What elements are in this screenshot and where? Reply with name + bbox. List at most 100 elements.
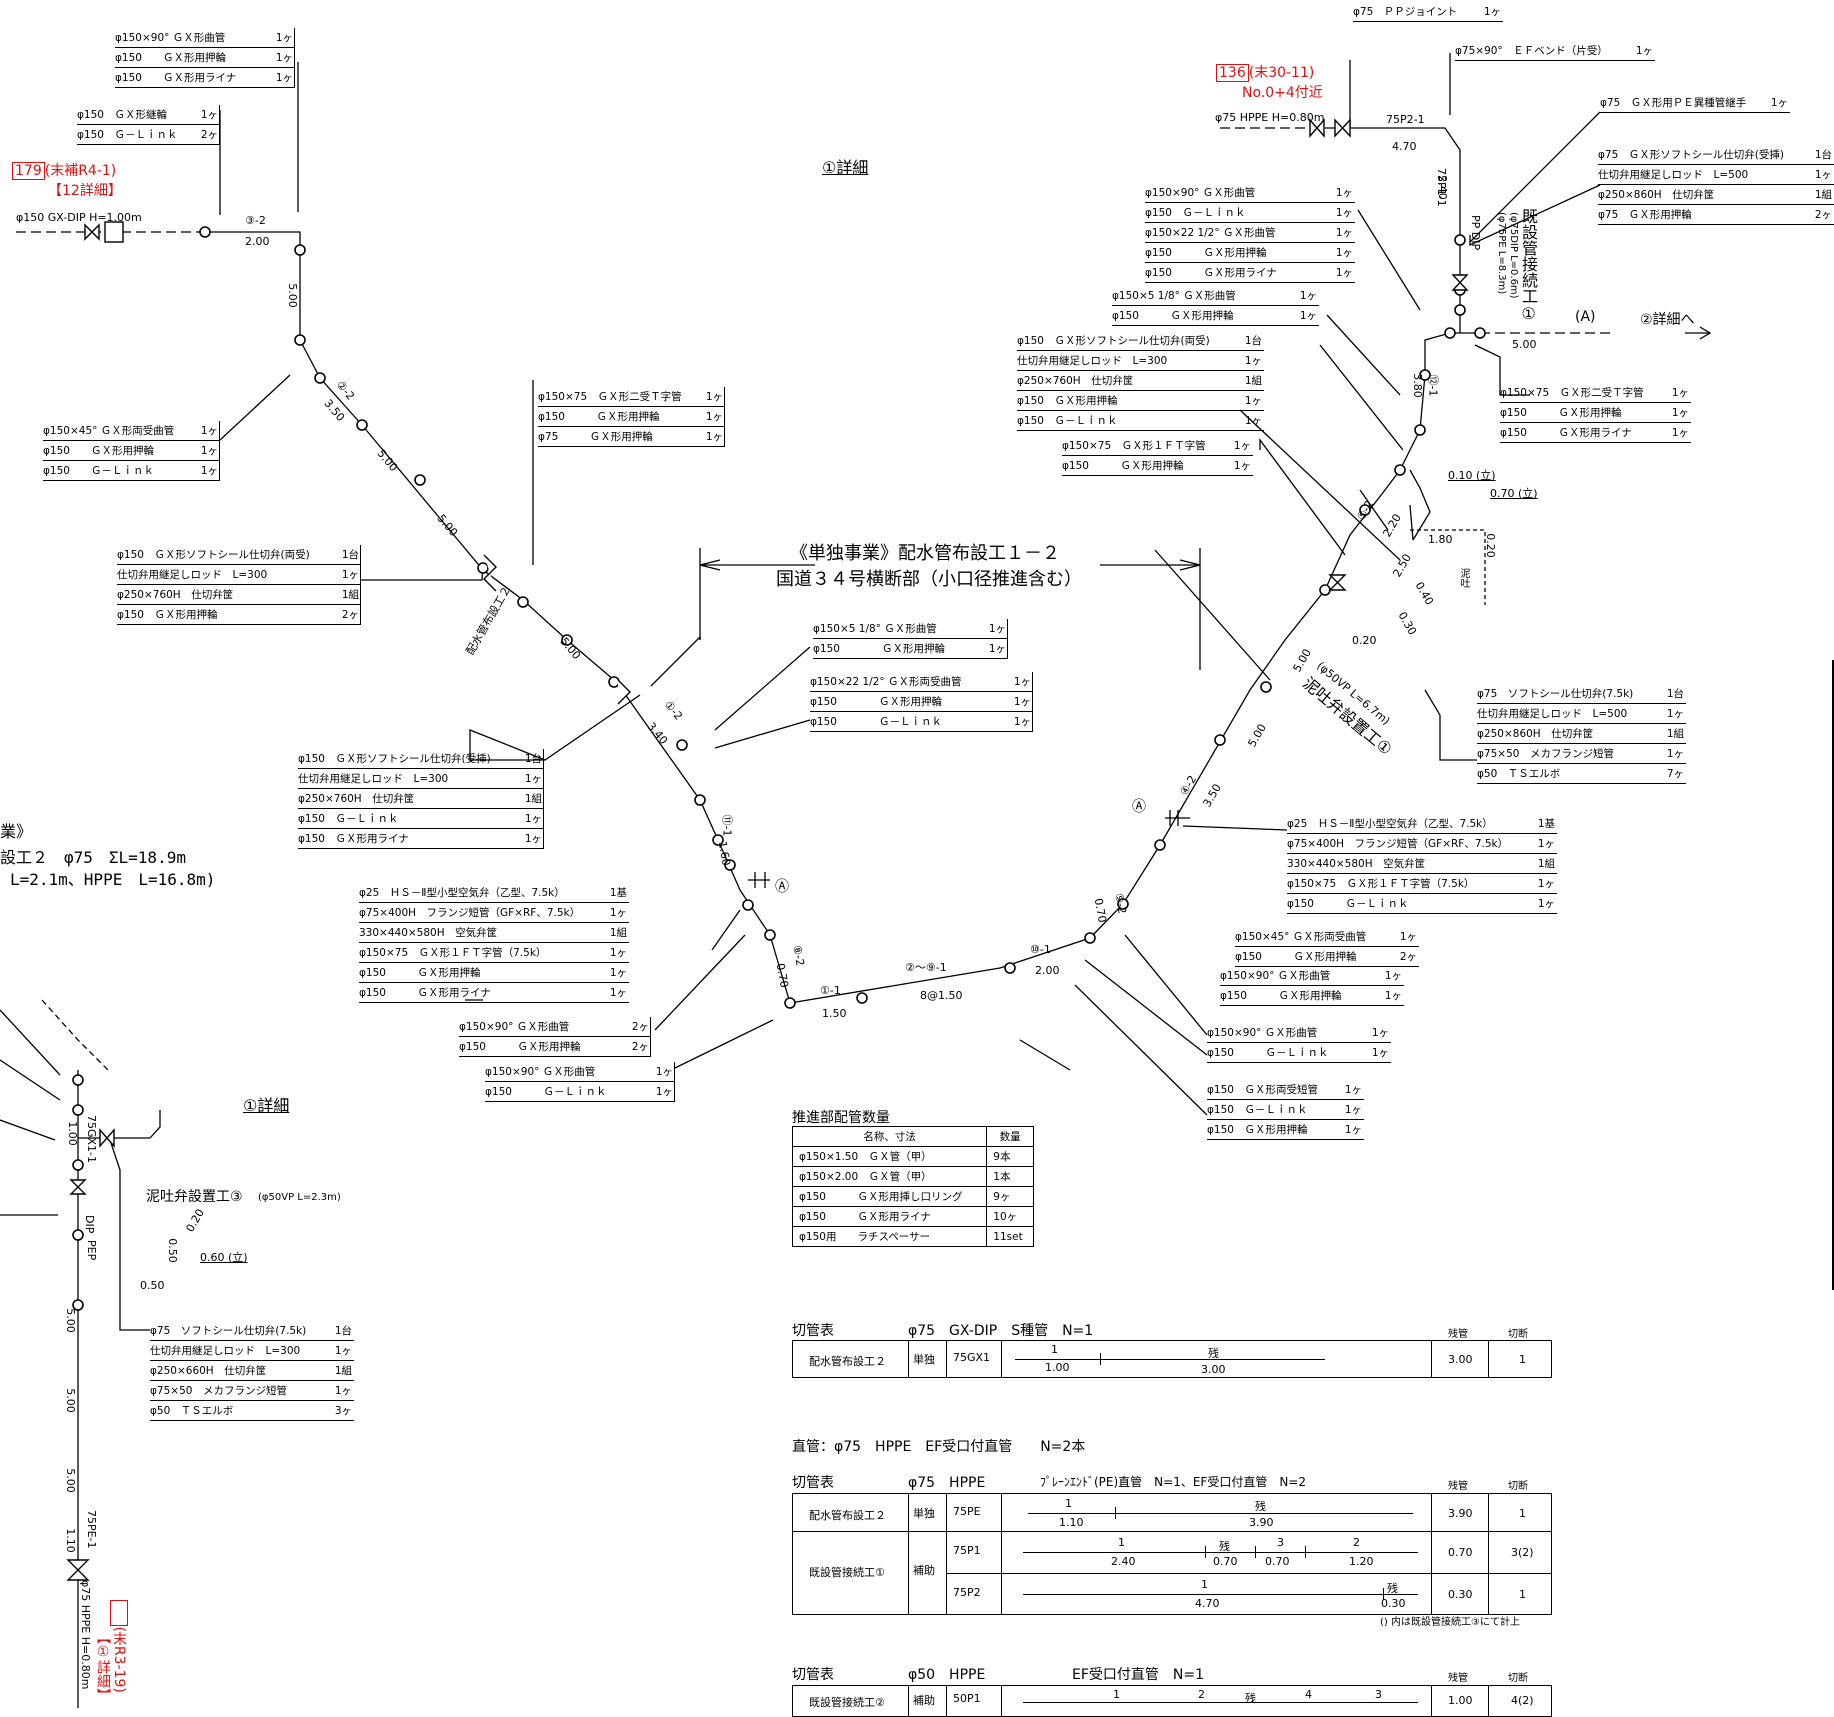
list-item: φ75 ソフトシール仕切弁(7.5k)1台 — [150, 1321, 354, 1341]
dim-1-10: 1.10 — [63, 1528, 77, 1553]
cell-rem: 0.70 — [1448, 1546, 1473, 1559]
dim-5-00j: 5.00 — [63, 1468, 77, 1493]
push-table: 名称、寸法数量 φ150×1.50 ＧＸ管（甲）9本 φ150×2.00 ＧＸ管… — [791, 1126, 1034, 1247]
leader-9 — [711, 909, 741, 951]
sludge-dim-1 — [1410, 529, 1486, 605]
cell-label: 残 — [1219, 1540, 1230, 1553]
leader-22 — [1349, 53, 1451, 128]
leader-28 — [1359, 489, 1389, 531]
cut-table-2-spec2: ﾌﾟﾚｰﾝｴﾝﾄﾞ(PE)直管 N=1、EF受口付直管 N=2 — [1040, 1475, 1306, 1489]
dim-5-00g: 5.00 — [1512, 338, 1537, 351]
push-table-title: 推進部配管数量 — [792, 1110, 890, 1126]
cell-len: 0.30 — [1381, 1597, 1406, 1610]
left-edge-line3: L=2.1m、HPPE L=16.8m) — [10, 870, 216, 889]
cell-cut: 1 — [1519, 1588, 1526, 1601]
material-list-8: φ150 ＧＸ形ソフトシール仕切弁(受挿)1台 仕切弁用継足しロッド L=300… — [298, 749, 544, 849]
dim-3-80: 3.80 — [1410, 373, 1424, 398]
material-list-17: φ75×90° ＥＦベンド（片受）1ヶ — [1455, 41, 1655, 61]
cell-label: 残 — [1245, 1692, 1256, 1705]
cell-seg2-num: 残 — [1208, 1347, 1219, 1360]
cut-table-2-h-cut: 切断 — [1508, 1481, 1528, 1492]
cell-label: 残 — [1387, 1582, 1398, 1595]
leader-23 — [1469, 111, 1601, 243]
sludge-3-sub: (φ50VP L=2.3m) — [258, 1192, 341, 1203]
cut-bar — [1028, 1513, 1413, 1514]
sludge-pipe-1 — [1409, 469, 1431, 541]
list-item: φ75×400H フランジ短管（GF×RF、7.5k）1ヶ — [359, 903, 629, 923]
leader-16 — [1182, 825, 1288, 831]
dim-5-00i: 5.00 — [63, 1388, 77, 1413]
cut-table-3-title: 切管表 — [792, 1667, 834, 1683]
cell-code: 75GX1 — [953, 1351, 991, 1364]
cut-table-3-h-cut: 切断 — [1508, 1673, 1528, 1684]
leader-2 — [219, 374, 291, 441]
cell-cut: 1 — [1519, 1507, 1526, 1520]
seg-10-1: ⑩-1 — [1030, 943, 1051, 956]
cell-len: 3.90 — [1249, 1516, 1274, 1529]
frame-edge — [1832, 660, 1834, 1290]
cut-table-1-title: 切管表 — [792, 1323, 834, 1339]
list-item: φ150×75 ＧＸ形１ＦＴ字管（7.5k）1ヶ — [359, 943, 629, 963]
list-item: φ150 ＧＸ形ソフトシール仕切弁(両受)1台 — [1017, 331, 1264, 351]
sludge-pipe-3 — [78, 1110, 161, 1139]
cell-code: 75P2 — [953, 1586, 981, 1599]
cut-bar — [1015, 1359, 1325, 1360]
list-item: φ75×90° ＥＦベンド（片受）1ヶ — [1455, 41, 1655, 61]
label-75pe-1: 75PE-1 — [85, 1510, 98, 1549]
tag-179-ref: (末補R4-1) — [44, 163, 117, 179]
cell-label: 3 — [1375, 1688, 1382, 1701]
leader-7 — [714, 646, 811, 731]
cut-bar — [1023, 1594, 1418, 1595]
leader-8 — [469, 694, 641, 761]
cell-seg1-num: 1 — [1051, 1343, 1058, 1356]
main-title-line1: 《単独事業》配水管布設工１－２ — [790, 543, 1060, 564]
leader-24 — [1469, 184, 1601, 247]
cut-table-3-h-rem: 残管 — [1448, 1673, 1468, 1684]
dim-5-00a: 5.00 — [285, 283, 299, 308]
leader-11 — [674, 1019, 774, 1069]
cell-rem: 1.00 — [1448, 1694, 1473, 1707]
left-edge-line1: 業》 — [0, 822, 33, 841]
cell-label: 残 — [1255, 1500, 1266, 1513]
list-bar — [294, 28, 295, 88]
detail2-link[interactable]: ②詳細へ — [1640, 312, 1695, 328]
dim-0-60: 0.60 (立) — [200, 1251, 248, 1264]
cell-type: 単独 — [913, 1353, 935, 1366]
left-edge-line2: 設工２ φ75 ΣL=18.9m — [0, 848, 186, 867]
tag-179: 179(末補R4-1) — [12, 162, 117, 180]
tag-r3-box — [110, 1600, 128, 1627]
tag-r3-ref: (末R3-19) — [111, 1626, 127, 1693]
leader-15 — [1124, 934, 1208, 1036]
cell-cut: 4(2) — [1511, 1694, 1534, 1707]
material-list-22: φ25 ＨＳ－Ⅱ型小型空気弁（乙型、7.5k）1基 φ75×400H フランジ短… — [1287, 814, 1557, 914]
tag-136-ref: (末30-11) — [1248, 65, 1315, 81]
